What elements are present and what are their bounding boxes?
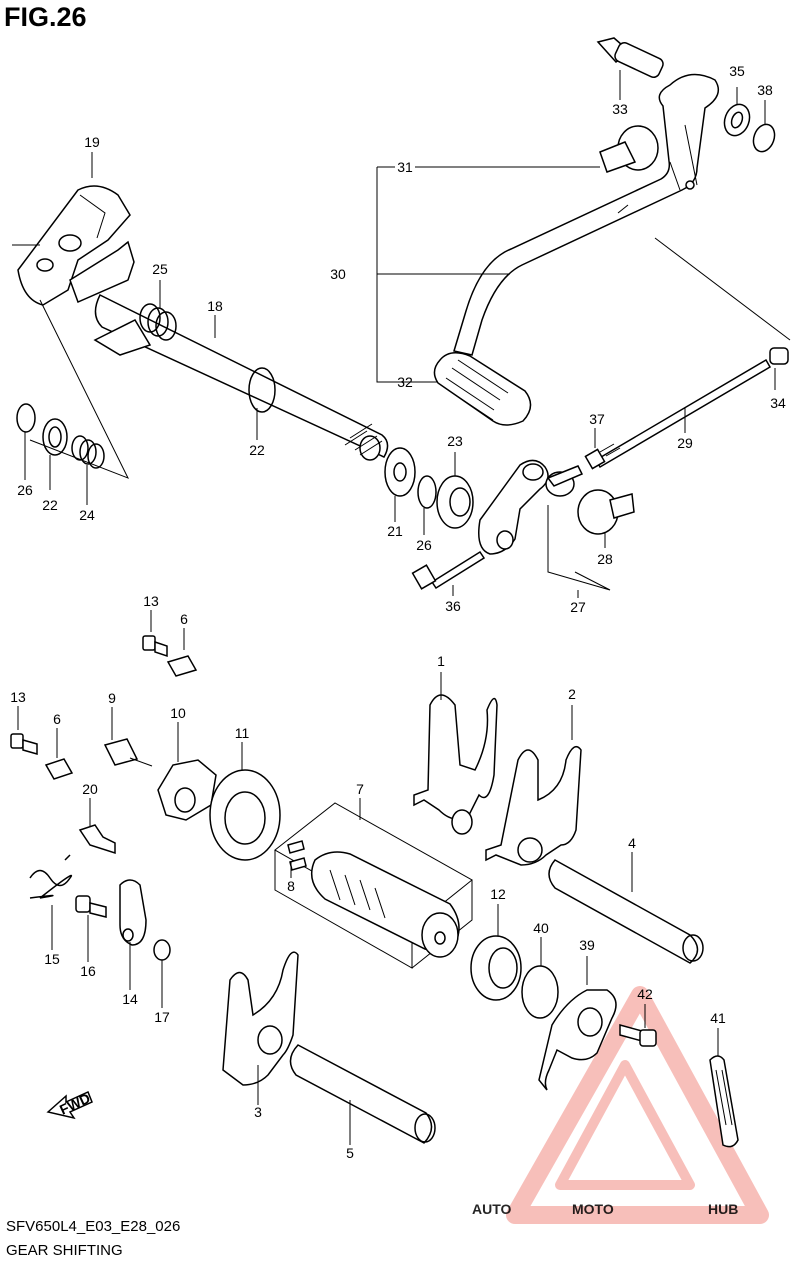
part-label-16: 16: [80, 963, 96, 979]
part-label-3: 3: [254, 1104, 262, 1120]
watermark-auto: AUTO: [472, 1201, 512, 1217]
leader-lines-shaft: [24, 152, 456, 535]
shift-shaft-assembly: [12, 185, 474, 529]
part-label-23: 23: [447, 433, 463, 449]
part-label-21: 21: [387, 523, 403, 539]
watermark-text: AUTO MOTO HUB: [472, 1201, 738, 1217]
gearshift-arm-parts: [470, 935, 739, 1148]
shift-drum-assembly: [274, 802, 473, 969]
part-label-13a: 13: [143, 593, 159, 609]
part-label-15: 15: [44, 951, 60, 967]
figure-caption: GEAR SHIFTING: [6, 1242, 123, 1259]
part-label-22b: 22: [42, 497, 58, 513]
part-label-30: 30: [330, 266, 346, 282]
part-label-20: 20: [82, 781, 98, 797]
part-label-27: 27: [570, 599, 586, 615]
part-label-39: 39: [579, 937, 595, 953]
watermark-moto: MOTO: [572, 1201, 614, 1217]
part-label-1: 1: [437, 653, 445, 669]
part-label-9: 9: [108, 690, 116, 706]
figure-code: SFV650L4_E03_E28_026: [6, 1218, 181, 1235]
part-label-11: 11: [235, 725, 250, 741]
watermark-logo: [506, 986, 769, 1224]
part-label-33: 33: [612, 101, 628, 117]
leader-lines-pedal: [376, 70, 766, 383]
part-label-34: 34: [770, 395, 786, 411]
part-label-37: 37: [589, 411, 605, 427]
part-label-26a: 26: [17, 482, 33, 498]
part-label-41: 41: [710, 1010, 726, 1026]
part-label-42: 42: [637, 986, 653, 1002]
figure-title: FIG.26: [4, 2, 87, 32]
part-label-22a: 22: [249, 442, 265, 458]
part-label-7: 7: [356, 781, 364, 797]
part-label-28: 28: [597, 551, 613, 567]
leader-lines-drum: [290, 798, 361, 878]
part-label-10: 10: [170, 705, 186, 721]
part-label-4: 4: [628, 835, 636, 851]
part-label-5: 5: [346, 1145, 354, 1161]
leader-lines-forks: [257, 672, 633, 1145]
part-label-24: 24: [79, 507, 95, 523]
leader-lines-lower-left: [17, 610, 243, 1008]
part-label-36: 36: [445, 598, 461, 614]
watermark-hub: HUB: [708, 1201, 738, 1217]
part-label-19: 19: [84, 134, 100, 150]
part-label-12: 12: [490, 886, 506, 902]
part-label-18: 18: [207, 298, 223, 314]
part-label-17: 17: [154, 1009, 170, 1025]
part-label-25: 25: [152, 261, 168, 277]
part-label-29: 29: [677, 435, 693, 451]
shift-forks-assembly: [222, 694, 704, 1144]
fwd-label: FWD: [57, 1090, 93, 1118]
gearshift-cam-stopper-parts: [10, 635, 281, 961]
part-label-13b: 13: [10, 689, 26, 705]
part-label-6b: 6: [53, 711, 61, 727]
part-label-32: 32: [397, 374, 413, 390]
part-label-14: 14: [122, 991, 138, 1007]
leader-lines-lower-right: [497, 904, 719, 1056]
shift-link-assembly: [411, 347, 789, 590]
part-label-8: 8: [287, 878, 295, 894]
part-label-38: 38: [757, 82, 773, 98]
part-label-26b: 26: [416, 537, 432, 553]
part-label-6a: 6: [180, 611, 188, 627]
part-label-2: 2: [568, 686, 576, 702]
part-label-40: 40: [533, 920, 549, 936]
part-label-35: 35: [729, 63, 745, 79]
part-labels: 1 2 3 4 5 6 6 7 8 9 10 11 12 13 13 14 15…: [10, 63, 786, 1161]
shift-pedal-assembly: [433, 37, 791, 426]
part-label-31: 31: [397, 159, 413, 175]
leader-lines-link: [452, 368, 776, 598]
fwd-arrow-icon: FWD: [46, 1090, 93, 1120]
